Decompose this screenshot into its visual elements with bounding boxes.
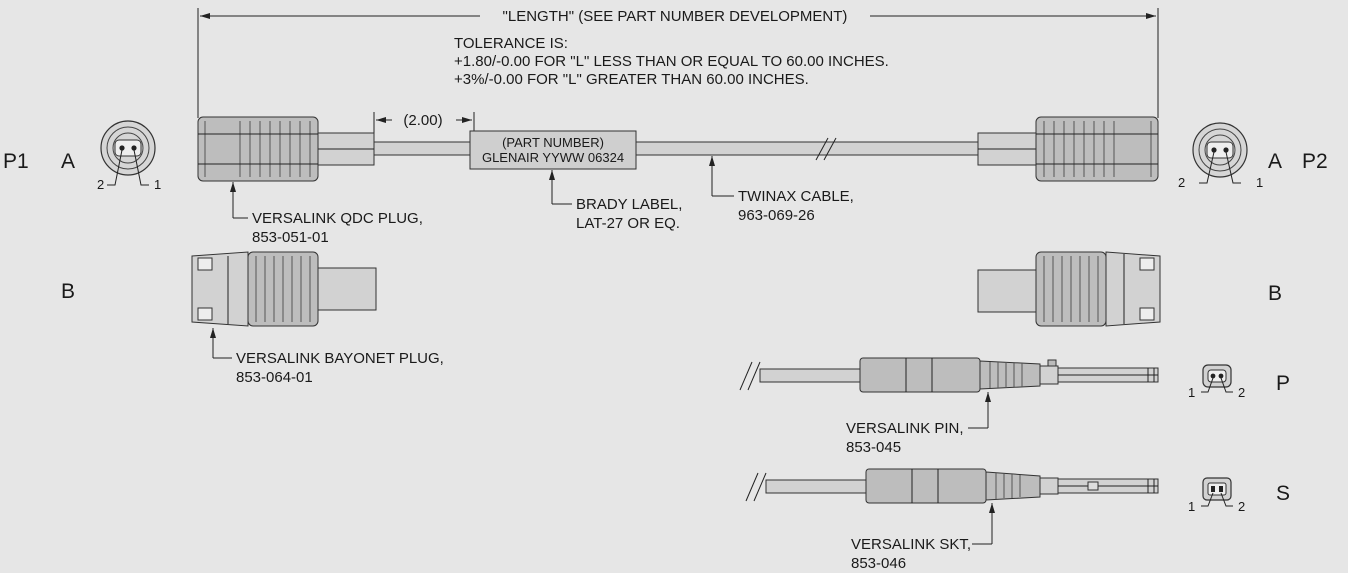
callout-versalink-socket: VERSALINK SKT, 853-046 xyxy=(851,503,995,572)
length-dimension: "LENGTH" (SEE PART NUMBER DEVELOPMENT) xyxy=(197,8,1159,118)
pin-face-1-label: 1 xyxy=(1188,385,1195,400)
versalink-skt-line-2: 853-046 xyxy=(851,555,906,572)
boot-dimension: (2.00) xyxy=(373,112,475,150)
callout-bayonet-plug: VERSALINK BAYONET PLUG, 853-064-01 xyxy=(210,328,444,386)
label-line-2: GLENAIR YYWW 06324 xyxy=(482,150,624,165)
boot-length-label: (2.00) xyxy=(403,112,442,129)
bayonet-plug-right xyxy=(977,251,1161,327)
bayonet-plug-left xyxy=(191,251,377,327)
pin-2-label-right: 2 xyxy=(1178,175,1185,190)
tolerance-note: TOLERANCE IS: +1.80/-0.00 FOR "L" LESS T… xyxy=(454,35,889,88)
pin-end-face: 1 2 xyxy=(1188,364,1245,400)
option-p-label: P xyxy=(1276,372,1290,395)
socket-face-2-label: 2 xyxy=(1238,499,1245,514)
tolerance-line-3: +3%/-0.00 FOR "L" GREATER THAN 60.00 INC… xyxy=(454,71,809,88)
pin-1-label-right: 1 xyxy=(1256,175,1263,190)
qdc-plug-line-1: VERSALINK QDC PLUG, xyxy=(252,210,423,227)
callout-brady-label: BRADY LABEL, LAT-27 OR EQ. xyxy=(549,170,682,232)
versalink-pin xyxy=(739,357,1159,393)
brady-label-line-1: BRADY LABEL, xyxy=(576,196,682,213)
label-line-1: (PART NUMBER) xyxy=(502,135,604,150)
qdc-plug-left xyxy=(197,116,375,182)
callout-twinax-cable: TWINAX CABLE, 963-069-26 xyxy=(709,156,854,224)
versalink-socket xyxy=(745,468,1159,504)
qdc-plug-line-2: 853-051-01 xyxy=(252,229,329,246)
option-s-label: S xyxy=(1276,482,1290,505)
option-b-left-label: B xyxy=(61,280,75,303)
length-label: "LENGTH" (SEE PART NUMBER DEVELOPMENT) xyxy=(503,8,848,25)
main-cable xyxy=(373,137,979,161)
socket-face-1-label: 1 xyxy=(1188,499,1195,514)
end-face-left: 2 1 xyxy=(97,120,161,192)
option-a-left-label: A xyxy=(61,150,75,173)
option-a-right-label: A xyxy=(1268,150,1282,173)
tolerance-line-2: +1.80/-0.00 FOR "L" LESS THAN OR EQUAL T… xyxy=(454,53,889,70)
versalink-skt-line-1: VERSALINK SKT, xyxy=(851,536,971,553)
versalink-pin-line-1: VERSALINK PIN, xyxy=(846,420,964,437)
callout-qdc-plug: VERSALINK QDC PLUG, 853-051-01 xyxy=(230,182,423,246)
end-face-right: 2 1 xyxy=(1178,122,1263,190)
qdc-plug-right xyxy=(977,116,1159,182)
end-p1-label: P1 xyxy=(3,150,29,173)
twinax-cable-line-2: 963-069-26 xyxy=(738,207,815,224)
brady-label-line-2: LAT-27 OR EQ. xyxy=(576,215,680,232)
versalink-pin-line-2: 853-045 xyxy=(846,439,901,456)
part-number-label: (PART NUMBER) GLENAIR YYWW 06324 xyxy=(469,130,637,170)
socket-end-face: 1 2 xyxy=(1188,477,1245,514)
option-b-right-label: B xyxy=(1268,282,1282,305)
twinax-cable-line-1: TWINAX CABLE, xyxy=(738,188,854,205)
end-p2-label: P2 xyxy=(1302,150,1328,173)
tolerance-line-1: TOLERANCE IS: xyxy=(454,35,568,52)
pin-face-2-label: 2 xyxy=(1238,385,1245,400)
bayonet-plug-line-2: 853-064-01 xyxy=(236,369,313,386)
pin-1-label-left: 1 xyxy=(154,177,161,192)
pin-2-label-left: 2 xyxy=(97,177,104,192)
bayonet-plug-line-1: VERSALINK BAYONET PLUG, xyxy=(236,350,444,367)
callout-versalink-pin: VERSALINK PIN, 853-045 xyxy=(846,392,991,456)
